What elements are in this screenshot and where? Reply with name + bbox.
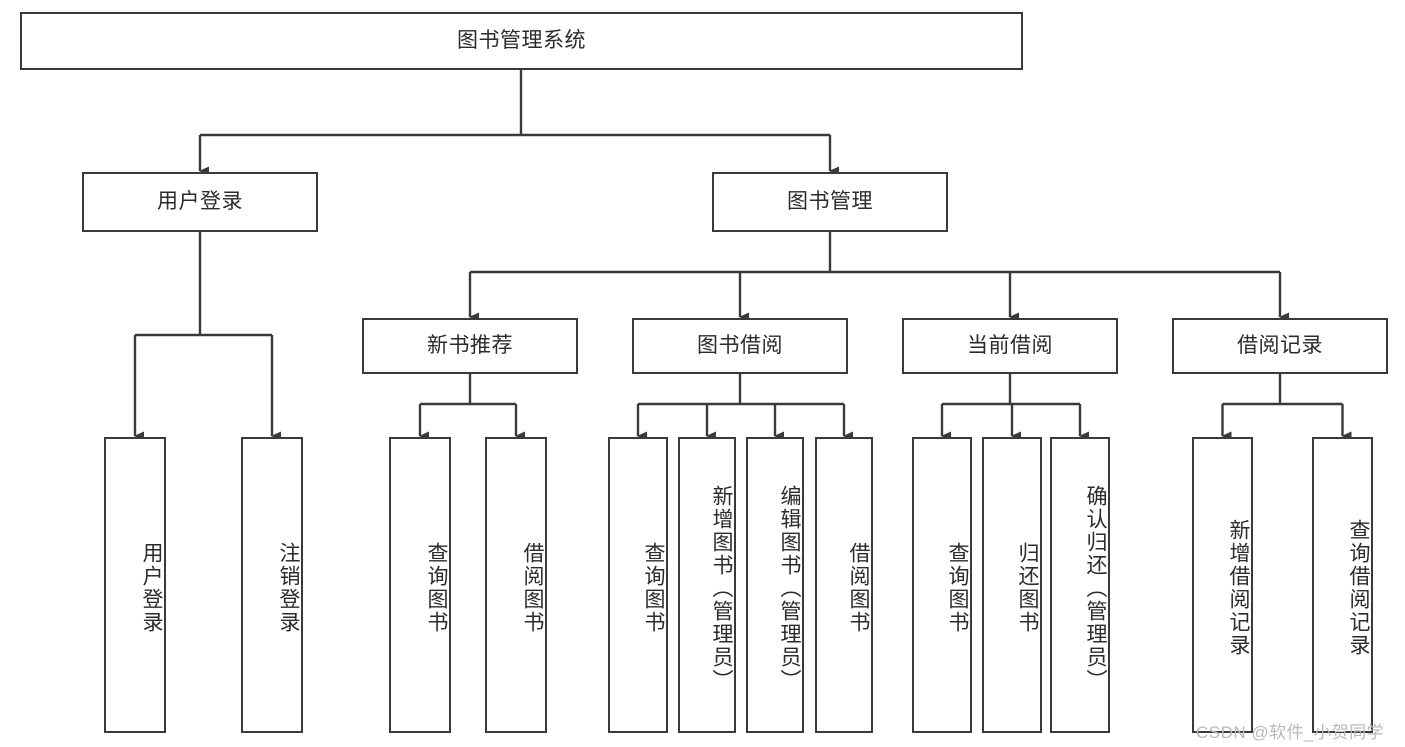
leaf-query-books-borrowing[interactable]: 查询图书 (608, 437, 668, 733)
node-label: 新增借阅记录 (1227, 519, 1250, 657)
node-book-borrowing[interactable]: 图书借阅 (632, 318, 848, 374)
node-label: 当前借阅 (967, 334, 1053, 358)
node-label: 借阅图书 (847, 542, 870, 634)
node-label: 确认归还（管理员） (1084, 484, 1107, 692)
leaf-logout[interactable]: 注销登录 (241, 437, 303, 733)
node-label: 用户登录 (157, 190, 243, 214)
leaf-add-book-admin[interactable]: 新增图书（管理员） (678, 437, 736, 733)
node-label: 用户登录 (140, 542, 163, 634)
node-label: 图书管理系统 (457, 29, 586, 53)
node-label: 编辑图书（管理员） (778, 484, 801, 692)
node-label: 注销登录 (277, 542, 300, 634)
leaf-borrow-books[interactable]: 借阅图书 (815, 437, 873, 733)
leaf-add-borrow-record[interactable]: 新增借阅记录 (1192, 437, 1253, 733)
node-label: 借阅图书 (521, 542, 544, 634)
node-label: 新书推荐 (427, 334, 513, 358)
node-label: 借阅记录 (1237, 334, 1323, 358)
leaf-query-books-current[interactable]: 查询图书 (912, 437, 972, 733)
leaf-return-books[interactable]: 归还图书 (982, 437, 1042, 733)
node-user-login-module[interactable]: 用户登录 (82, 172, 318, 232)
node-label: 新增图书（管理员） (710, 484, 733, 692)
node-label: 查询图书 (946, 542, 969, 634)
leaf-borrow-books-recommend[interactable]: 借阅图书 (485, 437, 547, 733)
node-label: 归还图书 (1016, 542, 1039, 634)
node-label: 图书管理 (787, 190, 873, 214)
node-book-management-module[interactable]: 图书管理 (712, 172, 948, 232)
node-label: 图书借阅 (697, 334, 783, 358)
node-root[interactable]: 图书管理系统 (20, 12, 1023, 70)
node-label: 查询图书 (642, 542, 665, 634)
node-current-borrowing[interactable]: 当前借阅 (902, 318, 1118, 374)
leaf-query-books-recommend[interactable]: 查询图书 (389, 437, 451, 733)
leaf-query-borrow-record[interactable]: 查询借阅记录 (1312, 437, 1373, 733)
leaf-user-login[interactable]: 用户登录 (104, 437, 166, 733)
node-label: 查询借阅记录 (1347, 519, 1370, 657)
node-new-book-recommendation[interactable]: 新书推荐 (362, 318, 578, 374)
leaf-confirm-return-admin[interactable]: 确认归还（管理员） (1050, 437, 1110, 733)
node-label: 查询图书 (425, 542, 448, 634)
node-borrow-records[interactable]: 借阅记录 (1172, 318, 1388, 374)
leaf-edit-book-admin[interactable]: 编辑图书（管理员） (746, 437, 804, 733)
